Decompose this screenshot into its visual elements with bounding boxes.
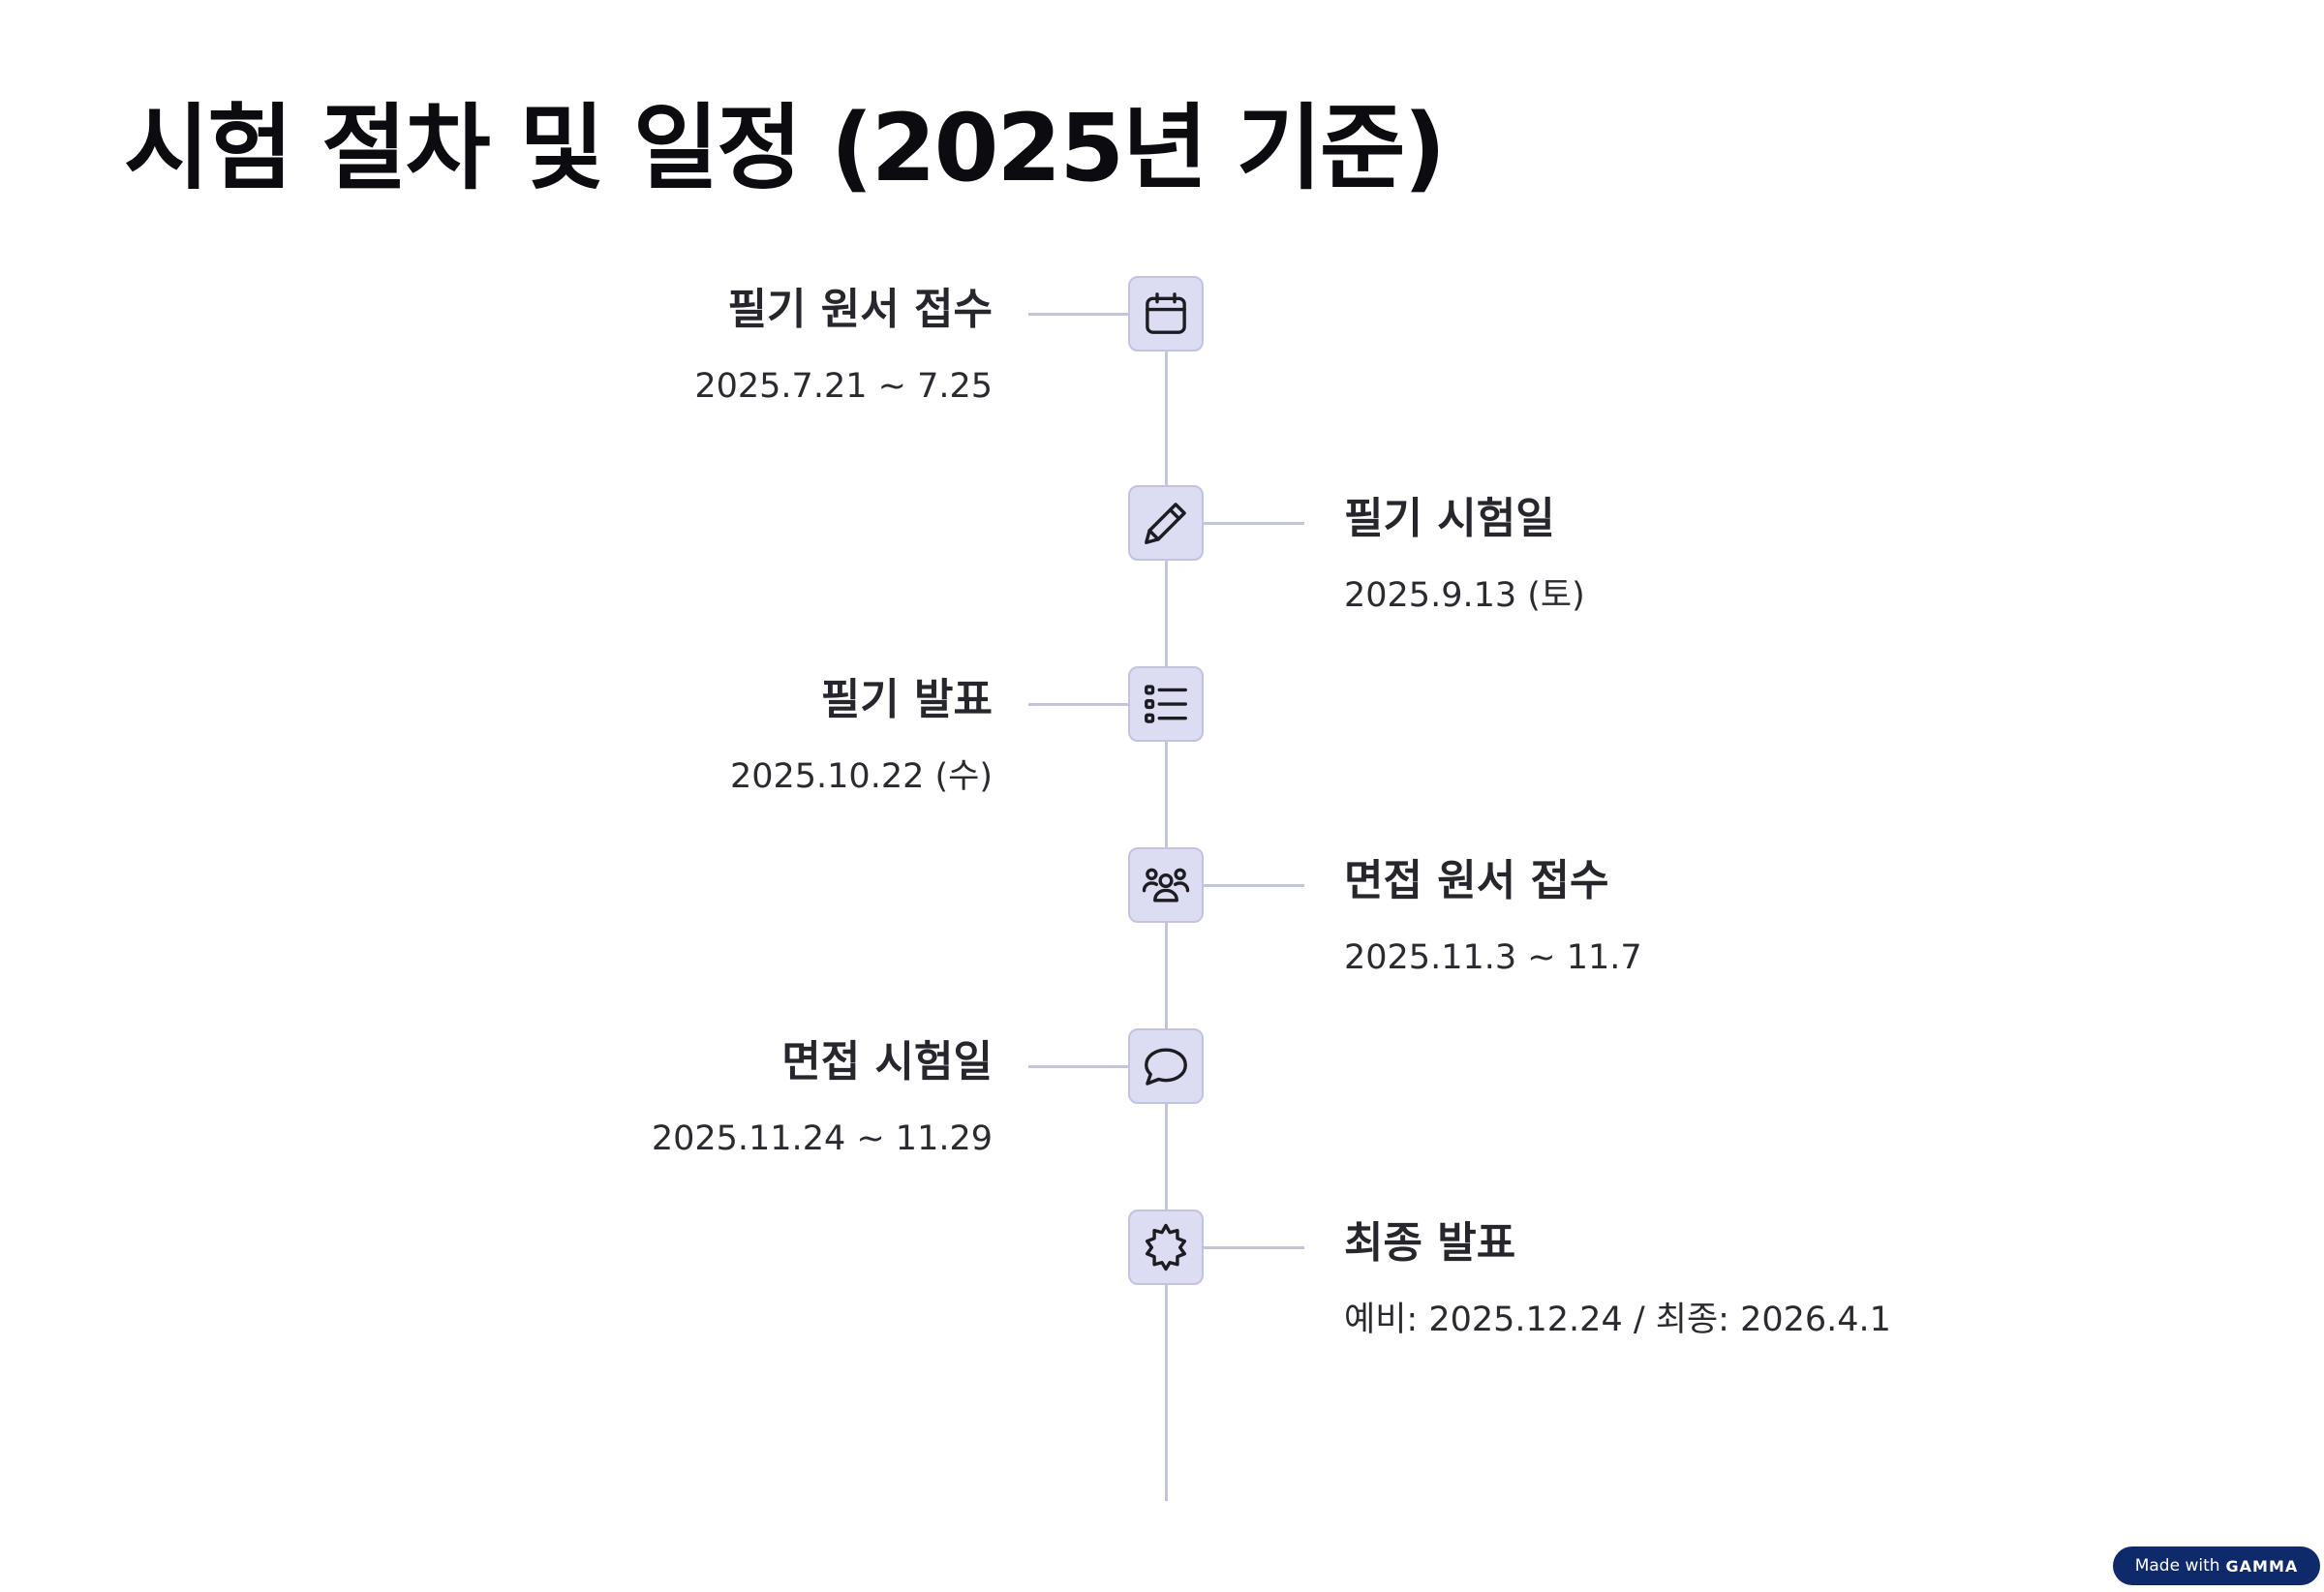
connector-line: [1204, 1246, 1304, 1249]
list-icon: [1128, 666, 1204, 742]
connector-line: [1028, 313, 1129, 316]
step-date: 2025.9.13 (토): [1344, 576, 1585, 615]
timeline-step-interview-application: 면접 원서 접수 2025.11.3 ~ 11.7: [0, 847, 2324, 1002]
connector-line: [1028, 703, 1129, 706]
gamma-logo: GAMMA: [2225, 1556, 2299, 1576]
badge-icon: [1128, 1209, 1204, 1285]
users-icon: [1128, 847, 1204, 923]
page-title: 시험 절차 및 일정 (2025년 기준): [124, 94, 1446, 202]
connector-line: [1204, 884, 1304, 887]
step-label: 최종 발표: [1344, 1218, 1516, 1268]
connector-line: [1028, 1065, 1129, 1068]
calendar-icon: [1128, 276, 1204, 352]
timeline-step-written-exam: 필기 시험일 2025.9.13 (토): [0, 485, 2324, 640]
step-label: 필기 원서 접수: [727, 285, 993, 334]
step-date: 2025.10.22 (수): [729, 757, 993, 796]
step-date: 2025.11.3 ~ 11.7: [1344, 938, 1642, 977]
step-label: 면접 시험일: [781, 1037, 993, 1087]
step-label: 면접 원서 접수: [1344, 856, 1609, 905]
step-date: 예비: 2025.12.24 / 최종: 2026.4.1: [1344, 1301, 1891, 1339]
step-date: 2025.11.24 ~ 11.29: [651, 1119, 993, 1158]
made-with-gamma-badge[interactable]: Made with GAMMA: [2113, 1546, 2320, 1585]
speech-bubble-icon: [1128, 1028, 1204, 1104]
step-date: 2025.7.21 ~ 7.25: [694, 367, 993, 406]
timeline-step-written-result: 필기 발표 2025.10.22 (수): [0, 666, 2324, 821]
timeline-step-interview-exam: 면접 시험일 2025.11.24 ~ 11.29: [0, 1028, 2324, 1183]
badge-prefix: Made with: [2134, 1556, 2220, 1576]
pencil-icon: [1128, 485, 1204, 561]
step-label: 필기 발표: [820, 675, 993, 724]
step-label: 필기 시험일: [1344, 494, 1555, 543]
timeline-step-written-application: 필기 원서 접수 2025.7.21 ~ 7.25: [0, 276, 2324, 431]
connector-line: [1204, 522, 1304, 525]
timeline-step-final-result: 최종 발표 예비: 2025.12.24 / 최종: 2026.4.1: [0, 1209, 2324, 1364]
